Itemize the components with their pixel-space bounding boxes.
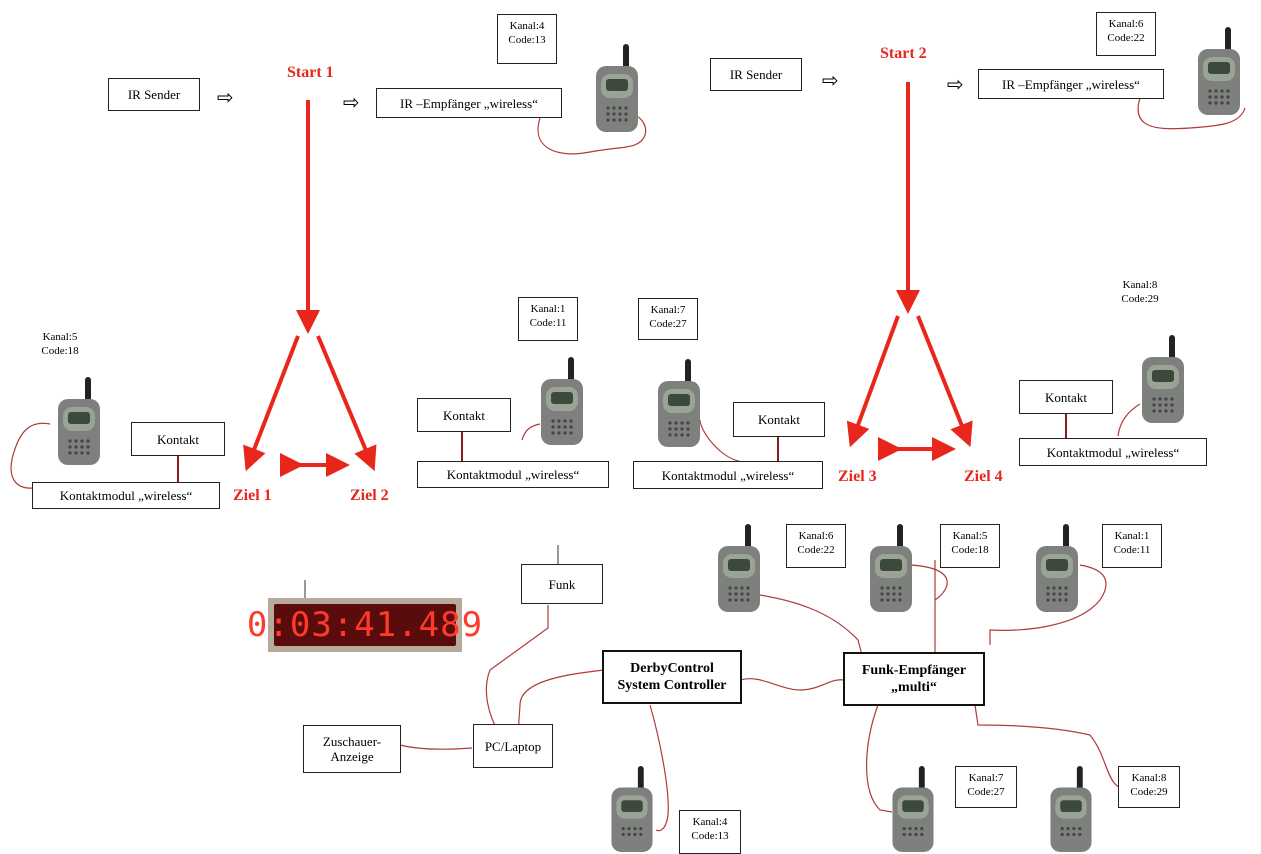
kontaktmodul-box: Kontaktmodul „wireless“ bbox=[1019, 438, 1207, 466]
kontakt-box: Kontakt bbox=[131, 422, 225, 456]
start2-arrows bbox=[854, 82, 966, 449]
kontakt-box: Kontakt bbox=[417, 398, 511, 432]
walkie-talkie-icon bbox=[52, 376, 106, 468]
led-timer-display: 0:03:41.489 bbox=[268, 598, 462, 652]
walkie-talkie-icon bbox=[1192, 26, 1246, 118]
outline-right-arrow-icon: ⇨ bbox=[343, 92, 360, 112]
start-2-label: Start 2 bbox=[880, 45, 927, 63]
derbycontrol-system-controller: DerbyControl System Controller bbox=[602, 650, 742, 704]
kontaktmodul-box: Kontaktmodul „wireless“ bbox=[32, 482, 220, 509]
timer-digits: 0:03:41.489 bbox=[274, 604, 456, 646]
ziel-3-label: Ziel 3 bbox=[838, 468, 877, 486]
ir-empfaenger-1: IR –Empfänger „wireless“ bbox=[376, 88, 562, 118]
ziel-4-label: Ziel 4 bbox=[964, 468, 1003, 486]
outline-right-arrow-icon: ⇨ bbox=[947, 74, 964, 94]
funk-box: Funk bbox=[521, 564, 603, 604]
walkie-talkie-icon bbox=[590, 44, 644, 134]
start-1-label: Start 1 bbox=[287, 64, 334, 82]
walkie-talkie-icon bbox=[605, 766, 659, 854]
walkie-talkie-icon bbox=[535, 356, 589, 448]
walkie-talkie-icon bbox=[886, 766, 940, 854]
outline-right-arrow-icon: ⇨ bbox=[822, 70, 839, 90]
ziel-2-label: Ziel 2 bbox=[350, 487, 389, 505]
ir-empfaenger-2: IR –Empfänger „wireless“ bbox=[978, 69, 1164, 99]
kontaktmodul-box: Kontaktmodul „wireless“ bbox=[633, 461, 823, 489]
kontakt-box: Kontakt bbox=[733, 402, 825, 437]
walkie-talkie-icon bbox=[1044, 766, 1098, 854]
walkie-talkie-icon bbox=[1136, 334, 1190, 426]
ir-sender-1: IR Sender bbox=[108, 78, 200, 111]
start1-arrows bbox=[250, 100, 370, 465]
ir-sender-2: IR Sender bbox=[710, 58, 802, 91]
zuschauer-anzeige-box: Zuschauer- Anzeige bbox=[303, 725, 401, 773]
outline-right-arrow-icon: ⇨ bbox=[217, 87, 234, 107]
kontaktmodul-box: Kontaktmodul „wireless“ bbox=[417, 461, 609, 488]
funk-empfaenger-multi: Funk-Empfänger „multi“ bbox=[843, 652, 985, 706]
walkie-talkie-icon bbox=[712, 524, 766, 614]
walkie-talkie-icon bbox=[864, 524, 918, 614]
walkie-talkie-icon bbox=[1030, 524, 1084, 614]
pc-laptop-box: PC/Laptop bbox=[473, 724, 553, 768]
walkie-talkie-icon bbox=[652, 358, 706, 450]
kontakt-box: Kontakt bbox=[1019, 380, 1113, 414]
ziel-1-label: Ziel 1 bbox=[233, 487, 272, 505]
